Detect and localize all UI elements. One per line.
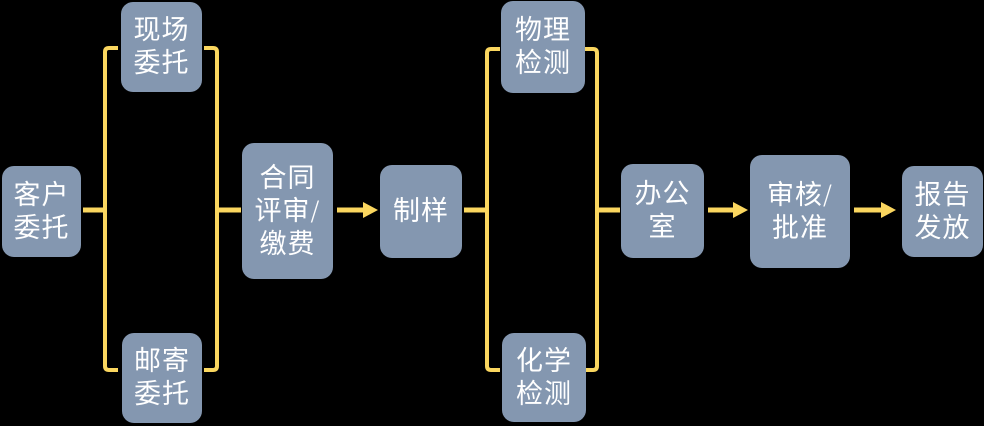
arrow-contract-to-sample-head bbox=[363, 202, 378, 218]
arrow-approval-to-report-head bbox=[881, 202, 896, 218]
arrow-office-to-approval-head bbox=[733, 202, 748, 218]
bracket-commission-left bbox=[103, 46, 118, 372]
node-contract-review-payment: 合同 评审/ 缴费 bbox=[242, 143, 333, 279]
bracket-testing-right bbox=[584, 47, 599, 372]
bracket-testing-left bbox=[485, 47, 500, 372]
node-review-approval: 审核/ 批准 bbox=[750, 155, 850, 268]
node-office: 办公 室 bbox=[621, 164, 704, 258]
node-report-issuance: 报告 发放 bbox=[902, 166, 983, 257]
node-customer-commission: 客户 委托 bbox=[2, 166, 81, 257]
node-onsite-commission: 现场 委托 bbox=[121, 2, 202, 92]
node-physical-testing: 物理 检测 bbox=[501, 1, 585, 93]
bracket-commission-right bbox=[204, 46, 219, 372]
node-sample-preparation: 制样 bbox=[380, 165, 462, 258]
node-mail-commission: 邮寄 委托 bbox=[122, 333, 202, 423]
node-chemical-testing: 化学 检测 bbox=[502, 333, 586, 422]
